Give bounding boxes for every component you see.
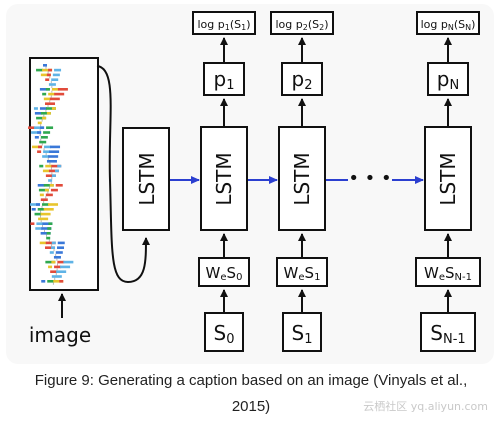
image-to-lstm-connector xyxy=(96,65,150,284)
watermark: 云栖社区 yq.aliyun.com xyxy=(363,400,488,413)
cnn-image-box xyxy=(28,57,99,291)
prob-label: pN xyxy=(437,67,459,93)
token-label: S1 xyxy=(292,321,313,347)
lstm-label: LSTM xyxy=(290,152,314,205)
log-prob-label: log p2(S2) xyxy=(275,18,328,32)
token-box xyxy=(204,312,244,352)
lstm-box xyxy=(424,126,472,231)
prob-box xyxy=(281,62,323,96)
lstm-label: LSTM xyxy=(436,152,460,205)
log-prob-box xyxy=(270,11,334,35)
token-label: S0 xyxy=(214,321,235,347)
decoder-step-n: log pN(SN) pN LSTM WeSN-1SN-1 xyxy=(415,11,481,352)
ellipsis: • • • xyxy=(348,168,391,189)
log-prob-box xyxy=(416,11,480,35)
log-prob-box xyxy=(192,11,256,35)
token-label: SN-1 xyxy=(430,321,465,347)
prob-label: p1 xyxy=(214,67,235,93)
encoder-lstm-label: LSTM xyxy=(135,152,159,205)
lstm-box xyxy=(278,126,326,231)
prob-box xyxy=(427,62,469,96)
embedding-label: WeS1 xyxy=(284,264,321,283)
token-box xyxy=(420,312,476,352)
embedding-label: WeSN-1 xyxy=(424,264,472,283)
prob-label: p2 xyxy=(292,67,313,93)
encoder-lstm: LSTM xyxy=(122,127,170,231)
figure-caption-line1: Figure 9: Generating a caption based on … xyxy=(34,372,468,389)
embedding-box xyxy=(198,257,250,287)
embedding-box xyxy=(415,257,481,287)
lstm-label: LSTM xyxy=(212,152,236,205)
embedding-box xyxy=(276,257,328,287)
prob-box xyxy=(203,62,245,96)
image-label: image xyxy=(29,323,91,347)
log-prob-label: log pN(SN) xyxy=(421,18,476,32)
embedding-label: WeS0 xyxy=(206,264,243,283)
cnn-network-icon xyxy=(28,64,74,285)
token-box xyxy=(282,312,322,352)
lstm-box xyxy=(200,126,248,231)
figure-caption-line2: 2015) xyxy=(231,398,271,415)
log-prob-label: log p1(S1) xyxy=(197,18,250,32)
